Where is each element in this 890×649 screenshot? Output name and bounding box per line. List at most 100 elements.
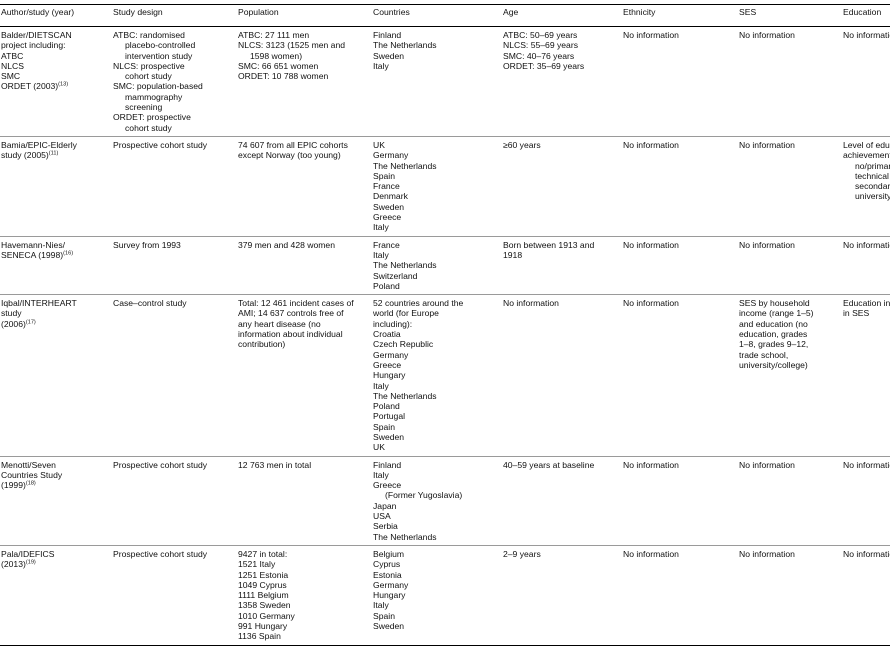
population-line: 1251 Estonia [238,569,289,580]
author-line: Balder/DIETSCAN [1,30,72,40]
age-cell: No information [503,294,623,457]
author-line: project including: [1,40,66,51]
countries-line: Serbia [373,521,398,532]
education-line: No information [843,548,890,559]
countries-line: Greece [373,359,402,370]
ses-line: university/college) [739,359,808,370]
author-line: Pala/IDEFICS [1,548,55,559]
countries-line: Finland [373,30,402,40]
countries-line: Germany [373,150,409,161]
age-line: ≥60 years [503,139,541,150]
countries-line: including): [373,318,413,329]
author-line: Menotti/Seven [1,459,56,470]
population-line: 1598 women) [250,50,303,61]
education-line: achievement: [843,150,890,161]
ethnicity-line: No information [623,298,679,309]
education-cell: No information [843,236,890,296]
countries-line: Hungary [373,590,406,601]
education-line: technical school [855,170,890,181]
author-year-text: (2013) [1,559,26,570]
education-line: secondary school [855,181,890,192]
population-line: Total: 12 461 incident cases of [238,298,354,309]
countries-line: Poland [373,401,400,412]
population-line: ATBC: 27 111 men [238,30,310,40]
population-line: 74 607 from all EPIC cohorts [238,139,348,150]
table-row: Pala/IDEFICS(2013)(19)Prospective cohort… [0,545,890,646]
ethnicity-cell: No information [623,26,739,137]
countries-line: Greece [373,480,402,491]
ses-line: No information [739,459,795,470]
population-line: 1358 Sweden [238,600,291,611]
population-line: contribution) [238,339,286,350]
author-year-text: (2006) [1,318,26,329]
study-design-cell: Prospective cohort study [113,545,238,646]
countries-line: Sweden [373,431,405,442]
countries-line: Czech Republic [373,339,434,350]
ethnicity-line: No information [623,139,679,150]
ethnicity-line: No information [623,459,679,470]
countries-line: Spain [373,170,395,181]
population-line: AMI; 14 637 controls free of [238,308,344,319]
author-year: study (2005)(11) [1,150,113,160]
ses-line: income (range 1–5) [739,308,814,319]
countries-line: Belgium [373,548,405,559]
countries-line: The Netherlands [373,531,437,542]
population-line: 9427 in total: [238,548,288,559]
study-design-cell: Case–control study [113,294,238,457]
ethnicity-cell: No information [623,236,739,296]
table-row: Havemann-Nies/SENECA (1998)(16)Survey fr… [0,236,890,296]
header-study-design: Study design [113,7,163,17]
countries-line: Spain [373,610,395,621]
design-line: ATBC: randomised [113,30,185,40]
author-year-text: ORDET (2003) [1,81,59,92]
design-line: cohort study [125,71,172,82]
ethnicity-line: No information [623,239,679,250]
ses-line: SES by household [739,298,810,309]
countries-line: Germany [373,579,409,590]
age-line: 1918 [503,249,523,260]
population-line: 1136 Spain [238,631,281,642]
age-cell: 2–9 years [503,545,623,646]
population-line: ORDET: 10 788 women [238,71,329,82]
education-line: Education included [843,298,890,309]
countries-line: Italy [373,249,389,260]
countries-line: UK [373,442,385,453]
countries-line: Croatia [373,329,401,340]
countries-line: The Netherlands [373,160,437,171]
age-line: NLCS: 55–69 years [503,40,578,51]
studies-table: Author/study (year) Study design Populat… [0,4,890,646]
design-line: screening [125,102,163,113]
population-cell: 379 men and 428 women [238,236,373,296]
countries-line: Spain [373,421,395,432]
ses-line: trade school, [739,349,789,360]
ses-cell: No information [739,456,843,546]
population-cell: 12 763 men in total [238,456,373,546]
countries-line: Finland [373,459,402,470]
author-year-text: SENECA (1998) [1,249,64,260]
ses-cell: No information [739,136,843,237]
population-line: any heart disease (no [238,318,321,329]
countries-line: The Netherlands [373,390,437,401]
header-education: Education [843,7,882,17]
population-line: 1521 Italy [238,559,276,570]
countries-line: Italy [373,469,389,480]
design-line: intervention study [125,50,193,61]
countries-line: Hungary [373,370,406,381]
education-line: No information [843,459,890,470]
countries-line: Portugal [373,411,406,422]
author-year: SENECA (1998)(16) [1,250,113,260]
countries-line: Estonia [373,569,402,580]
ses-line: education, grades [739,329,808,340]
author-year-text: (1999) [1,480,26,491]
countries-line: world (for Europe [373,308,439,319]
ses-line: No information [739,239,795,250]
design-line: mammography [125,91,183,102]
population-line: NLCS: 3123 (1525 men and [238,40,346,51]
